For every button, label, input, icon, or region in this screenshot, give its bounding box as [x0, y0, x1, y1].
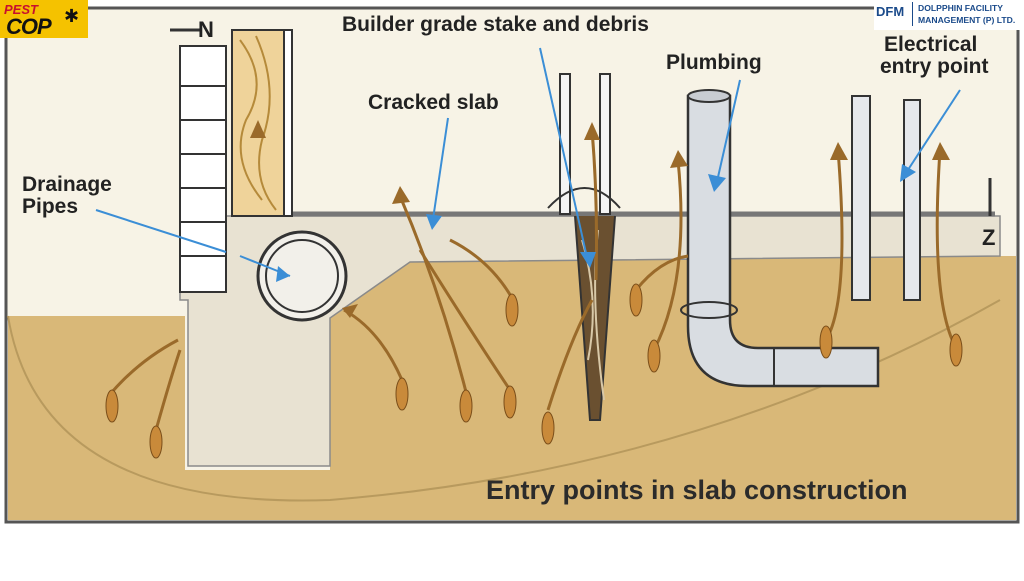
pest-cop-logo: PEST COP ✱ — [0, 0, 88, 39]
tube-arrowheads — [250, 120, 950, 318]
label-drainage-line2: Pipes — [22, 195, 79, 219]
termite — [395, 377, 409, 411]
label-drainage-line1: Drainage — [22, 173, 112, 196]
plumbing-pipe — [680, 89, 880, 388]
dolpphin-logo: DFM DOLPPHIN FACILITY MANAGEMENT (P) LTD… — [874, 0, 1024, 30]
termite — [149, 425, 163, 459]
pointer-heads — [276, 164, 916, 282]
brick-wall — [179, 45, 227, 293]
concrete-slab — [179, 215, 1001, 467]
dfm-mark-icon: DFM — [876, 4, 905, 19]
termite — [505, 293, 519, 327]
dfm-logo-line2: MANAGEMENT (P) LTD. — [918, 15, 1016, 25]
label-cracked-slab: Cracked slab — [368, 91, 499, 114]
diagram-title: Entry points in slab construction — [486, 475, 908, 505]
bug-icon: ✱ — [64, 6, 80, 26]
termite — [949, 333, 963, 367]
termite — [647, 339, 661, 373]
termite — [629, 283, 643, 317]
termites — [105, 283, 963, 459]
termite — [819, 325, 833, 359]
pest-logo-line2: COP — [6, 14, 52, 39]
ground-letter-right: Z — [982, 225, 996, 250]
termite — [459, 389, 473, 423]
termite — [541, 411, 555, 445]
electrical-conduits — [851, 95, 921, 301]
mud-tubes — [110, 129, 958, 431]
termite — [503, 385, 517, 419]
label-builder-stake: Builder grade stake and debris — [342, 13, 649, 36]
ground-letter-left: N — [198, 17, 214, 42]
pointer-lines — [95, 47, 961, 277]
label-electrical-line1: Electrical — [884, 33, 978, 56]
label-electrical-line2: entry point — [880, 55, 989, 79]
drainage-pipe — [256, 230, 348, 322]
logo-divider — [912, 2, 913, 26]
label-plumbing: Plumbing — [666, 51, 762, 74]
pest-logo-line1: PEST — [4, 2, 38, 17]
termite — [105, 389, 119, 423]
dfm-logo-line1: DOLPPHIN FACILITY — [918, 3, 1003, 13]
label-drainage: Drainage Pipes — [22, 173, 112, 219]
label-electrical: Electrical entry point — [880, 33, 989, 79]
